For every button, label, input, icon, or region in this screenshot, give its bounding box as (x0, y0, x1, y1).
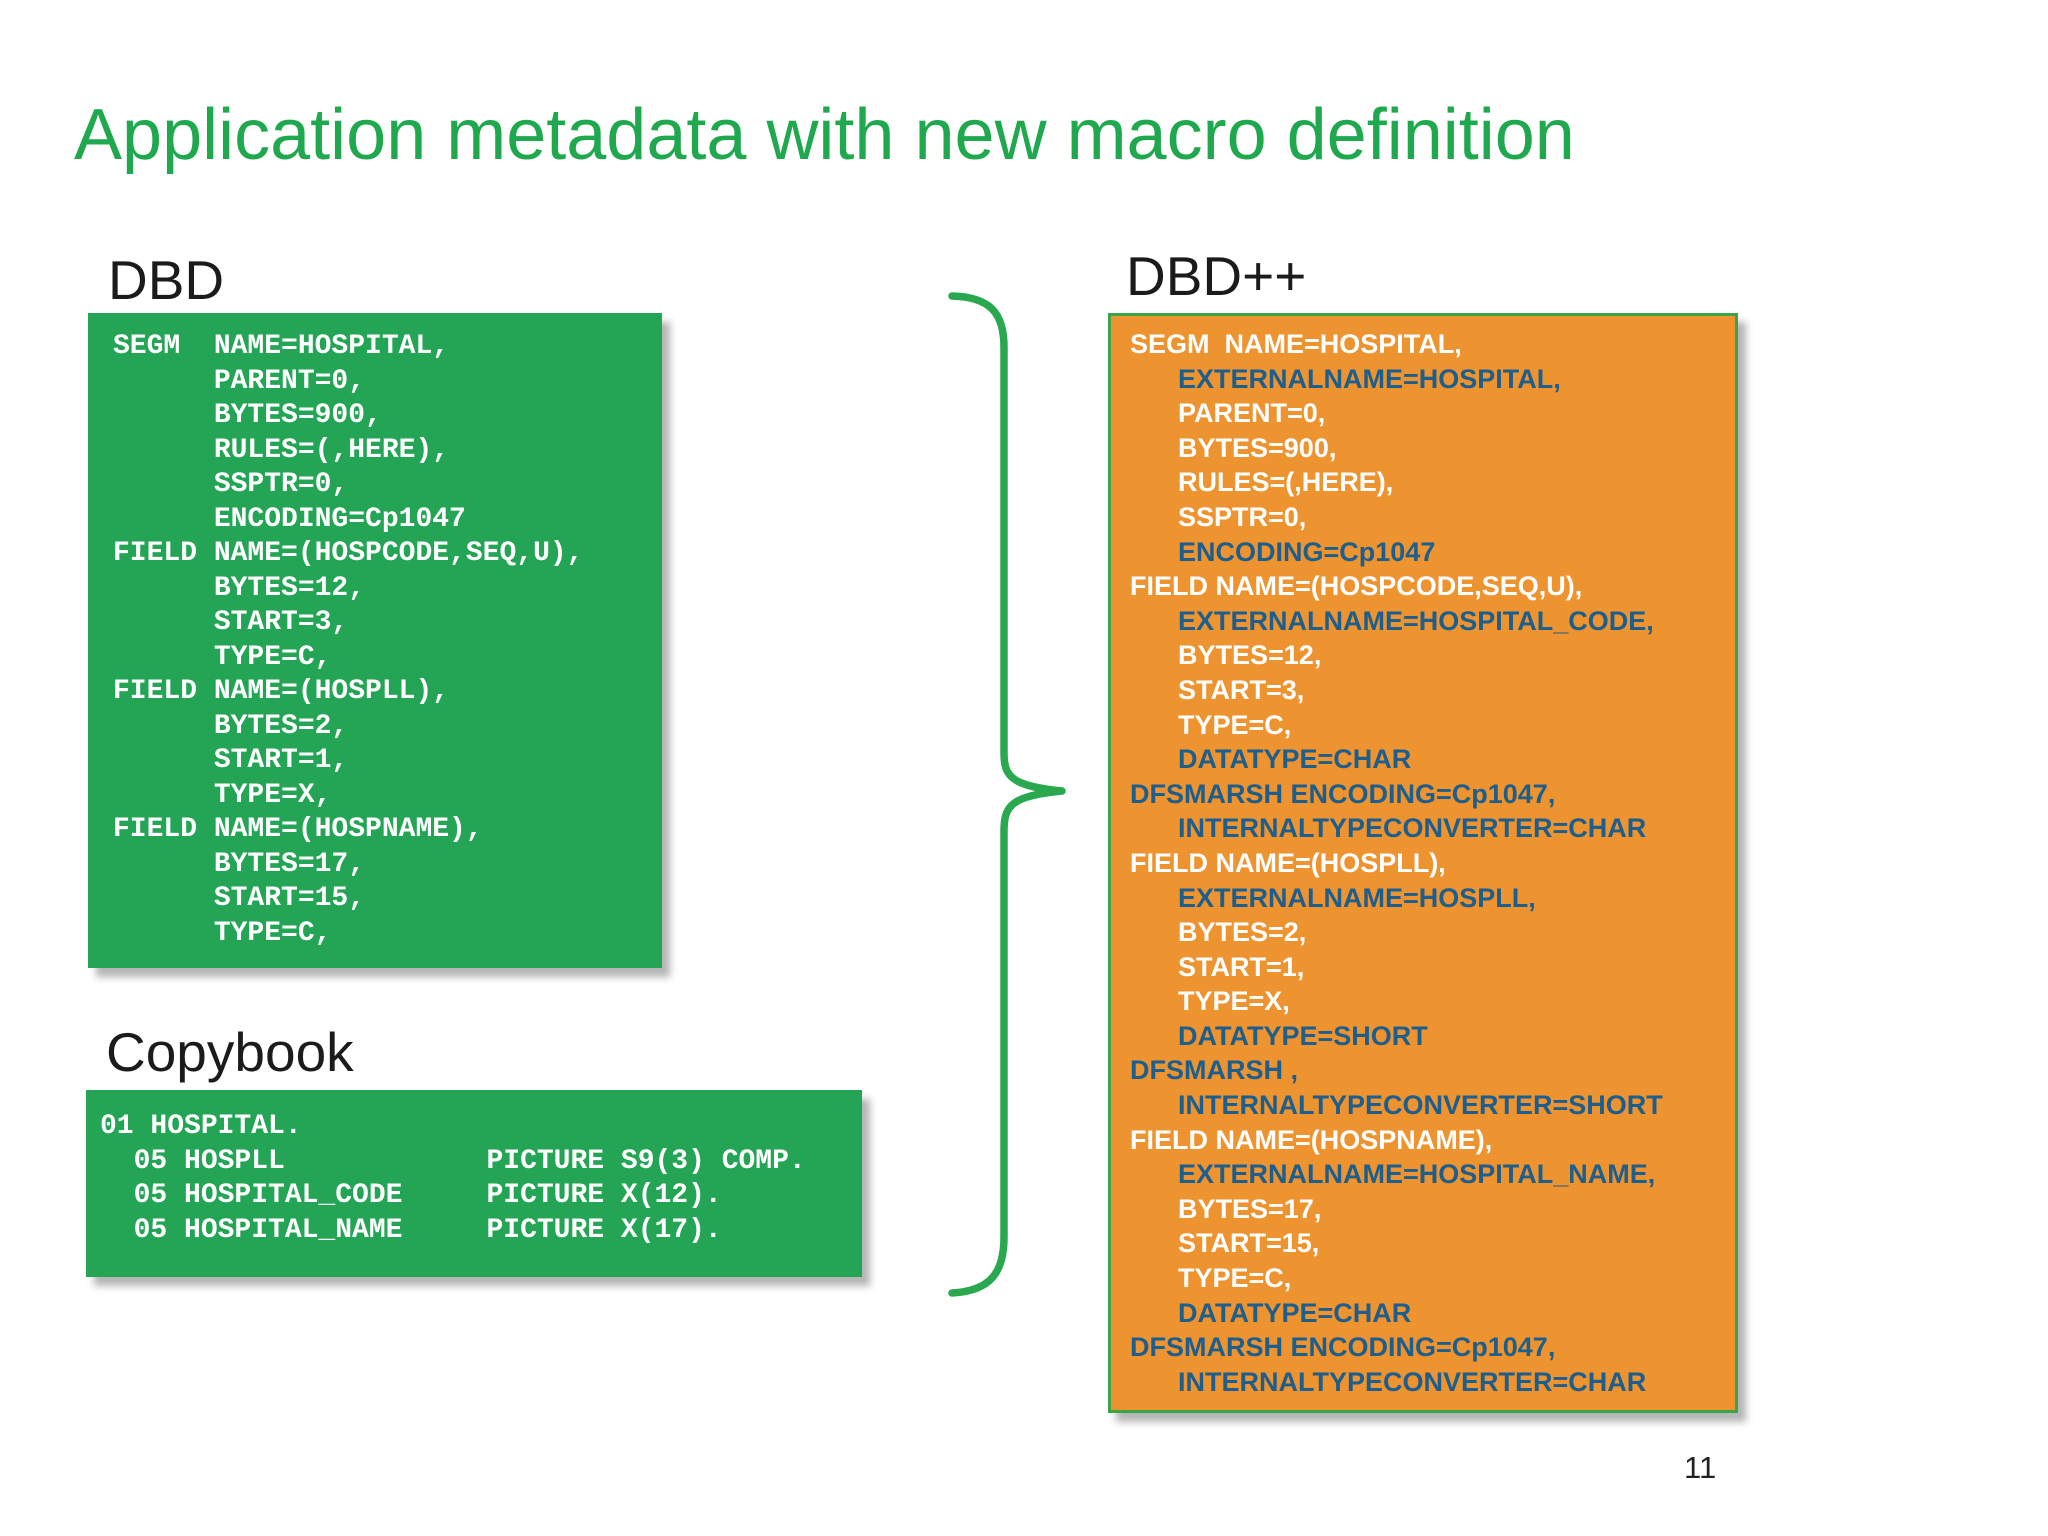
code-line: FIELD NAME=(HOSPLL), (113, 676, 450, 707)
code-line: BYTES=12, (1178, 640, 1322, 671)
code-line: BYTES=2, (1178, 917, 1307, 948)
code-line: TYPE=C, (113, 641, 332, 673)
code-line: START=3, (113, 607, 349, 638)
copybook-section-label: Copybook (106, 1021, 354, 1083)
code-line: START=15, (113, 883, 366, 914)
code-line: FIELD NAME=(HOSPNAME), (113, 814, 483, 845)
code-line: 05 HOSPITAL_CODE PICTURE X(12). (100, 1180, 722, 1211)
code-line: PARENT=0, (113, 365, 366, 397)
code-line: EXTERNALNAME=HOSPITAL, (1178, 363, 1561, 394)
page-title: Application metadata with new macro defi… (74, 95, 1575, 175)
dbdpp-code-box: SEGM NAME=HOSPITAL, EXTERNALNAME=HOSPITAL… (1108, 313, 1738, 1413)
code-line: EXTERNALNAME=HOSPLL, (1178, 882, 1536, 913)
code-line: DFSMARSH ENCODING=Cp1047, (1130, 1332, 1556, 1363)
code-line: 01 HOSPITAL. (100, 1111, 302, 1142)
code-line: BYTES=2, (113, 710, 349, 742)
code-line: SSPTR=0, (1178, 501, 1307, 532)
code-line: TYPE=C, (1178, 1263, 1292, 1294)
code-line: START=1, (113, 745, 349, 776)
dbdpp-section-label: DBD++ (1126, 245, 1307, 307)
code-line: EXTERNALNAME=HOSPITAL_NAME, (1178, 1159, 1656, 1190)
code-line: INTERNALTYPECONVERTER=CHAR (1178, 1366, 1647, 1397)
code-line: SEGM NAME=HOSPITAL, (1130, 329, 1462, 359)
code-line: TYPE=C, (1178, 709, 1292, 740)
code-line: DATATYPE=CHAR (1178, 1297, 1412, 1328)
code-line: SEGM NAME=HOSPITAL, (113, 331, 450, 362)
code-line: SSPTR=0, (113, 469, 349, 500)
code-line: ENCODING=Cp1047 (1178, 536, 1436, 567)
code-line: START=15, (1178, 1228, 1320, 1259)
code-line: TYPE=X, (1178, 986, 1290, 1017)
dbd-section-label: DBD (108, 249, 225, 311)
dbd-code-box: SEGM NAME=HOSPITAL, PARENT=0, BYTES=900,… (88, 313, 662, 968)
code-line: FIELD NAME=(HOSPCODE,SEQ,U), (1130, 571, 1583, 602)
code-line: TYPE=X, (113, 779, 332, 811)
code-line: DFSMARSH ENCODING=Cp1047, (1130, 778, 1556, 809)
code-line: FIELD NAME=(HOSPLL), (1130, 847, 1446, 878)
copybook-code-box: 01 HOSPITAL. 05 HOSPLL PICTURE S9(3) COM… (86, 1090, 862, 1277)
code-line: TYPE=C, (113, 917, 332, 949)
code-line: PARENT=0, (1178, 398, 1326, 429)
code-line: BYTES=900, (113, 400, 382, 431)
code-line: 05 HOSPLL PICTURE S9(3) COMP. (100, 1145, 806, 1177)
code-line: BYTES=17, (113, 848, 366, 880)
code-line: DATATYPE=CHAR (1178, 744, 1412, 775)
code-line: FIELD NAME=(HOSPNAME), (1130, 1124, 1493, 1155)
code-line: START=1, (1178, 951, 1305, 982)
code-line: BYTES=17, (1178, 1193, 1322, 1224)
code-line: FIELD NAME=(HOSPCODE,SEQ,U), (113, 538, 584, 569)
code-line: START=3, (1178, 674, 1305, 705)
code-line: ENCODING=Cp1047 (113, 503, 466, 535)
page-number: 11 (1684, 1450, 1717, 1485)
code-line: DFSMARSH , (1130, 1055, 1298, 1086)
brace-icon (948, 292, 1066, 1297)
code-line: INTERNALTYPECONVERTER=SHORT (1178, 1090, 1663, 1121)
code-line: RULES=(,HERE), (1178, 467, 1394, 498)
code-line: 05 HOSPITAL_NAME PICTURE X(17). (100, 1214, 722, 1246)
code-line: DATATYPE=SHORT (1178, 1020, 1428, 1051)
code-line: BYTES=12, (113, 572, 366, 604)
code-line: BYTES=900, (1178, 432, 1337, 463)
code-line: INTERNALTYPECONVERTER=CHAR (1178, 813, 1647, 844)
code-line: EXTERNALNAME=HOSPITAL_CODE, (1178, 605, 1654, 636)
code-line: RULES=(,HERE), (113, 434, 450, 466)
